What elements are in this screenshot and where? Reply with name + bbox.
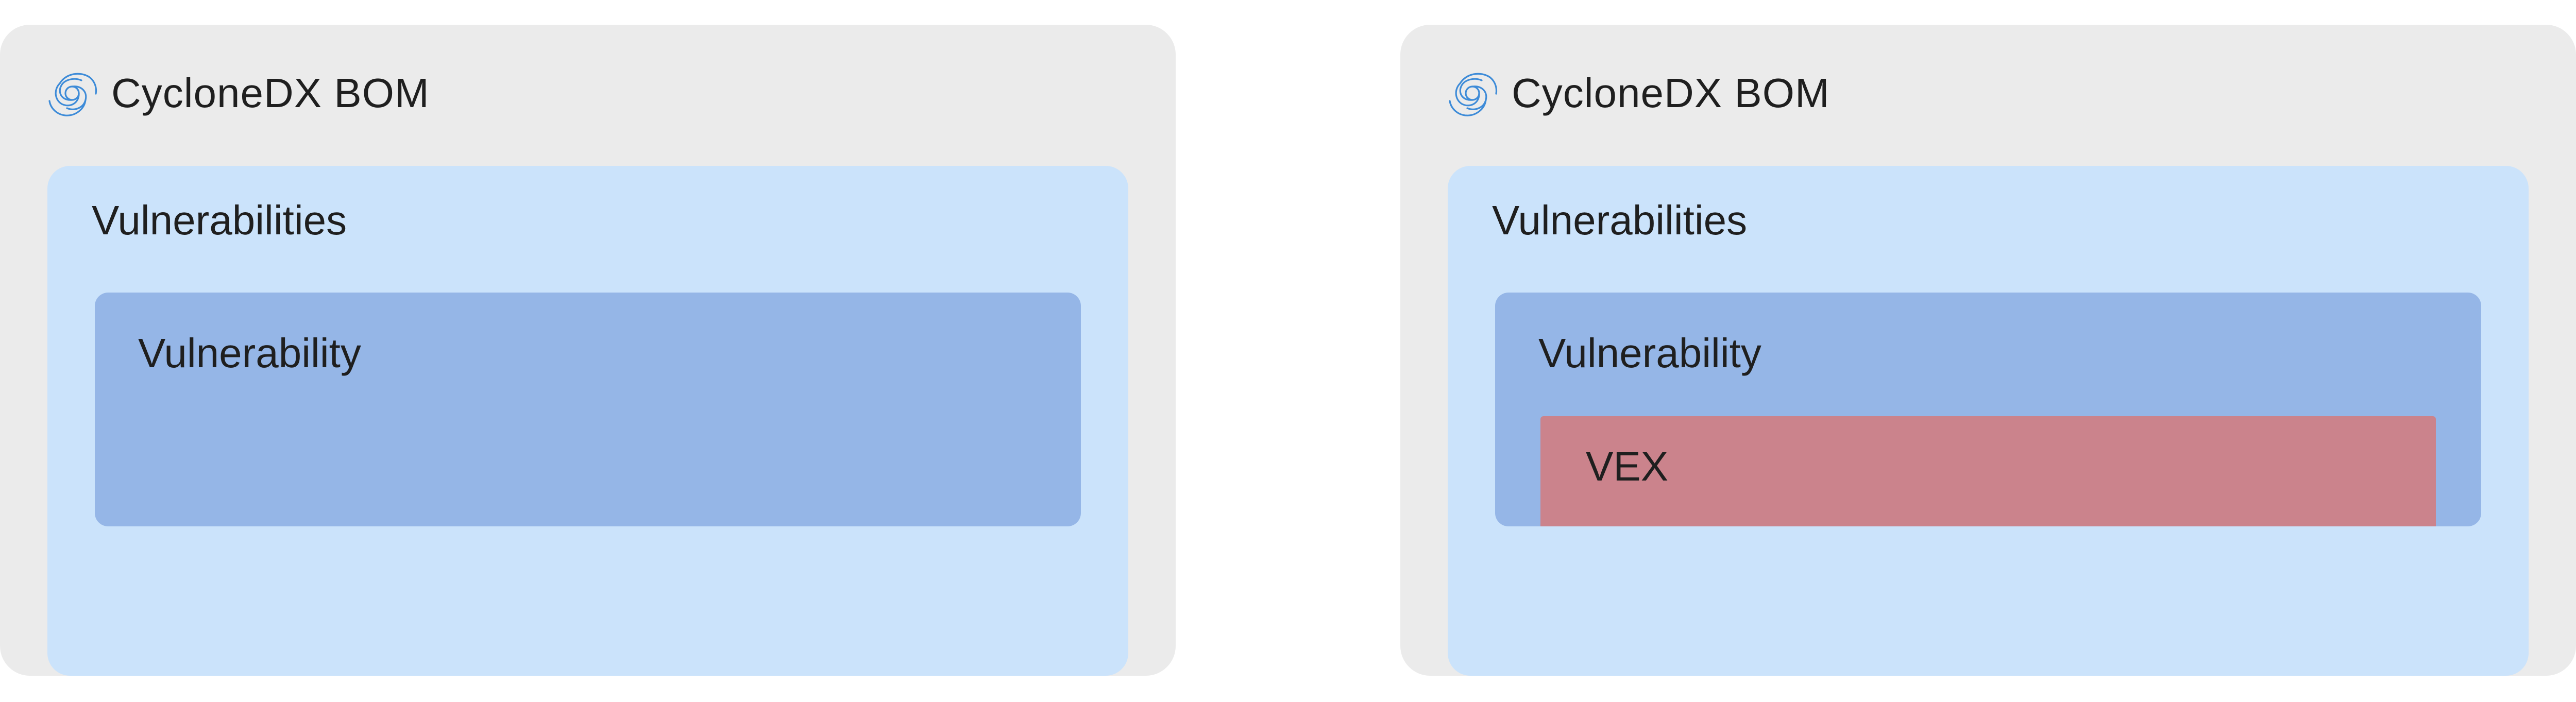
vulnerabilities-title: Vulnerabilities [1492,197,1748,243]
bom-container-right: CycloneDX BOM Vulnerabilities Vulnerabil… [1400,25,2576,676]
vulnerability-box: Vulnerability [95,293,1081,526]
bom-title: CycloneDX BOM [111,70,430,116]
vulnerability-box: Vulnerability VEX [1495,293,2481,526]
bom-header: CycloneDX BOM [1445,67,1830,119]
vulnerabilities-container: Vulnerabilities Vulnerability VEX [1448,166,2529,676]
vulnerabilities-title: Vulnerabilities [92,197,347,243]
bom-title: CycloneDX BOM [1512,70,1830,116]
cyclonedx-logo-icon [48,73,97,116]
cyclonedx-logo-icon [1449,73,1498,116]
vex-box: VEX [1540,416,2436,526]
vex-title: VEX [1586,443,1669,489]
vulnerability-title: Vulnerability [1538,330,1761,376]
vulnerability-title: Vulnerability [138,330,361,376]
vulnerabilities-container: Vulnerabilities Vulnerability [47,166,1128,676]
bom-header: CycloneDX BOM [44,67,430,119]
bom-container-left: CycloneDX BOM Vulnerabilities Vulnerabil… [0,25,1176,676]
